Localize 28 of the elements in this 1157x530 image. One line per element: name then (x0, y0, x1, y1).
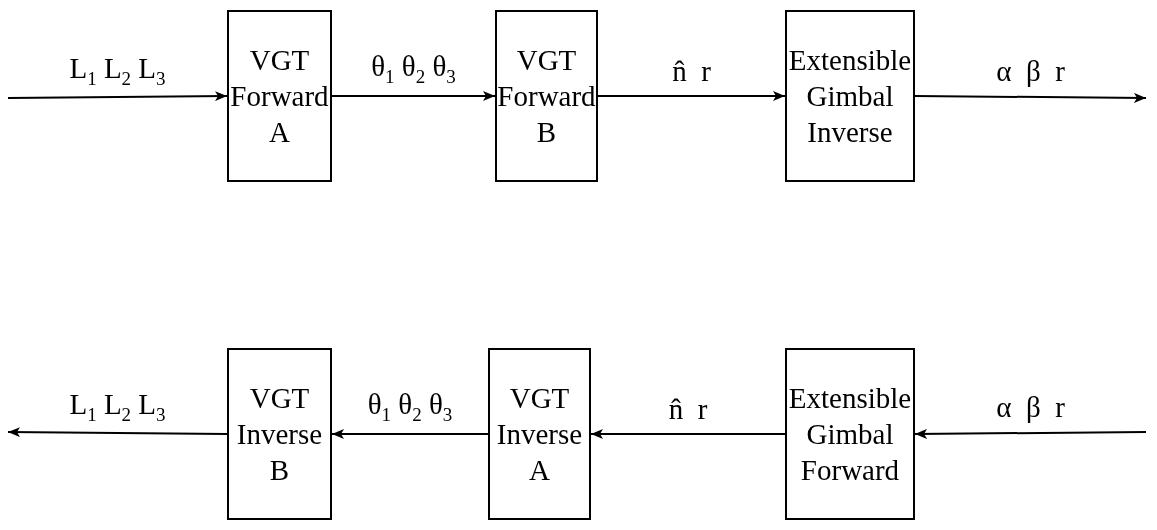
arrow (331, 429, 489, 439)
arrow (914, 428, 1147, 439)
block-label: Extensible Gimbal Forward (788, 380, 912, 489)
process-box (495, 10, 598, 182)
edge-label: n̂ r (672, 57, 711, 86)
process-box (488, 348, 591, 520)
edge-label: α β r (996, 57, 1065, 86)
block-label: VGT Forward B (497, 42, 596, 151)
process-box (785, 10, 915, 182)
block-label: VGT Inverse B (236, 380, 323, 489)
block-label: VGT Forward A (230, 42, 329, 151)
arrow (7, 427, 228, 438)
process-box (785, 348, 915, 520)
arrow (7, 91, 228, 102)
block-label: Extensible Gimbal Inverse (788, 42, 912, 151)
arrow (331, 91, 496, 101)
edge-label: θ$_{1}$ θ$_{2}$ θ$_{3}$ (367, 390, 453, 424)
process-box (227, 10, 332, 182)
edge-label: θ$_{1}$ θ$_{2}$ θ$_{3}$ (371, 52, 456, 86)
block-label: VGT Inverse A (496, 380, 583, 489)
process-box (227, 348, 332, 520)
arrow (597, 91, 786, 101)
arrow (590, 429, 786, 439)
edge-label: α β r (996, 393, 1065, 422)
edge-label: L$_{1}$ L$_{2}$ L$_{3}$ (69, 54, 166, 88)
edge-label: n̂ r (668, 395, 708, 424)
edge-label: L$_{1}$ L$_{2}$ L$_{3}$ (69, 390, 166, 424)
arrow (914, 92, 1147, 103)
